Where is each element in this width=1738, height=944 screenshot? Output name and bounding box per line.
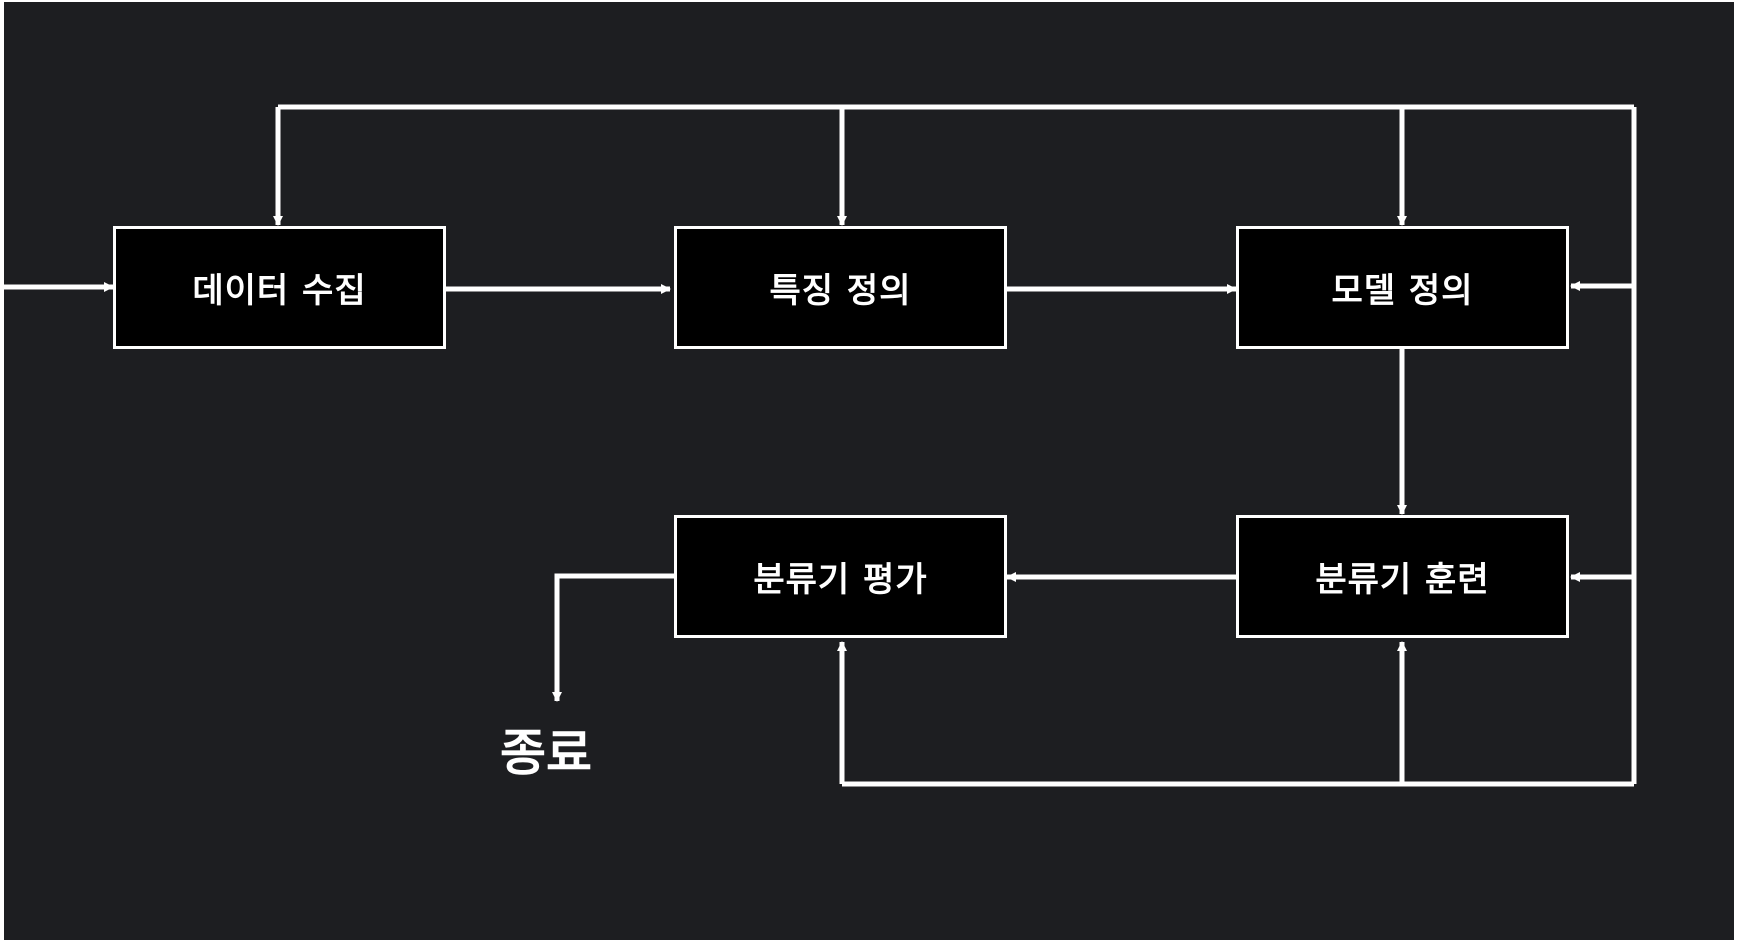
arrow-evaluate-to-end (552, 573, 674, 702)
node-classifier-evaluation: 분류기 평가 (674, 515, 1007, 638)
node-classifier-training: 분류기 훈련 (1236, 515, 1569, 638)
node-model-definition: 모델 정의 (1236, 226, 1569, 349)
node-feature-definition: 특징 정의 (674, 226, 1007, 349)
end-label: 종료 (500, 724, 592, 782)
node-data-collection: 데이터 수집 (113, 226, 446, 349)
